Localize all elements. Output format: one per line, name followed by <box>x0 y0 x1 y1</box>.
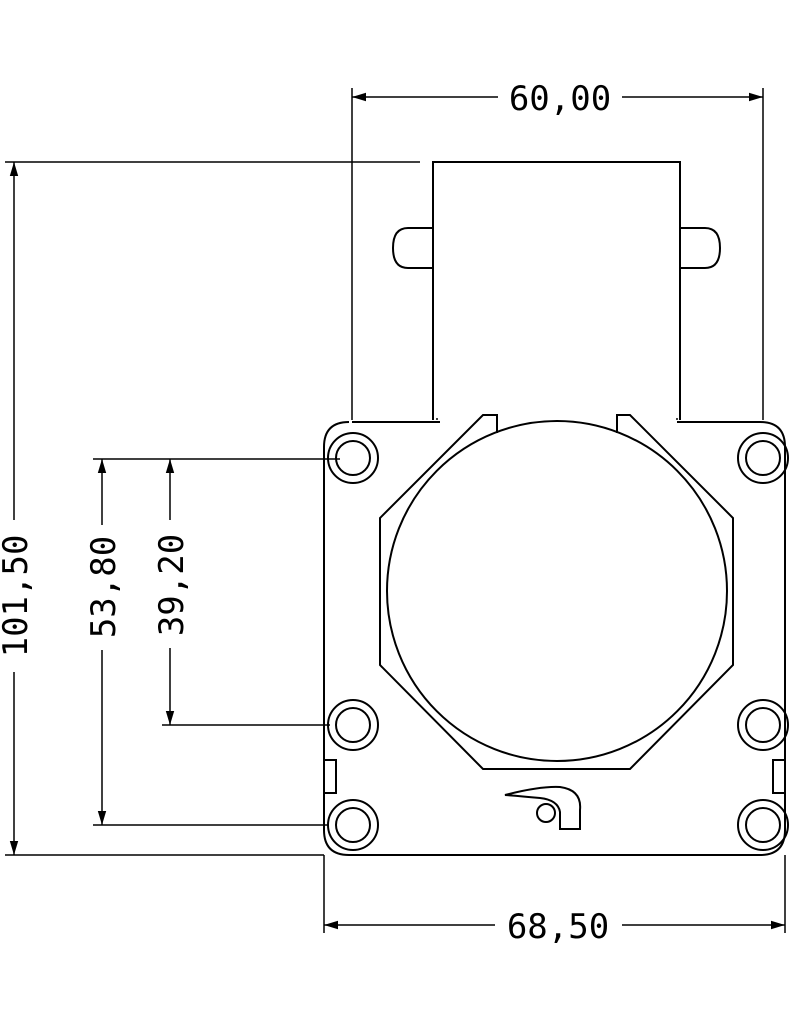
upper-body <box>391 161 722 420</box>
central-bore <box>386 420 728 762</box>
mounting-hole <box>327 699 379 751</box>
right-knob <box>680 227 722 269</box>
dimension-label: 53,80 <box>84 536 124 638</box>
mounting-hole <box>737 699 789 751</box>
dimension-hole-spacing-outer: 53,80 <box>84 458 340 826</box>
dimension-label: 60,00 <box>509 79 611 119</box>
dimension-top-width: 60,00 <box>351 79 764 420</box>
base-plate <box>323 414 789 856</box>
dimension-label: 101,50 <box>0 535 36 658</box>
dimension-hole-spacing-inner: 39,20 <box>152 459 330 726</box>
dimension-label: 68,50 <box>507 907 609 947</box>
right-side-tab <box>772 759 786 794</box>
mounting-hole <box>737 799 789 851</box>
dimension-base-width: 68,50 <box>323 855 786 947</box>
left-side-tab <box>323 759 337 794</box>
octagon-recess <box>379 414 734 770</box>
mounting-hole <box>737 432 789 484</box>
dimension-label: 39,20 <box>152 534 192 636</box>
left-knob <box>391 227 433 269</box>
logo-mark <box>504 785 582 830</box>
dimension-overall-height: 101,50 <box>0 161 420 856</box>
mounting-hole <box>327 799 379 851</box>
mounting-hole <box>327 432 379 484</box>
